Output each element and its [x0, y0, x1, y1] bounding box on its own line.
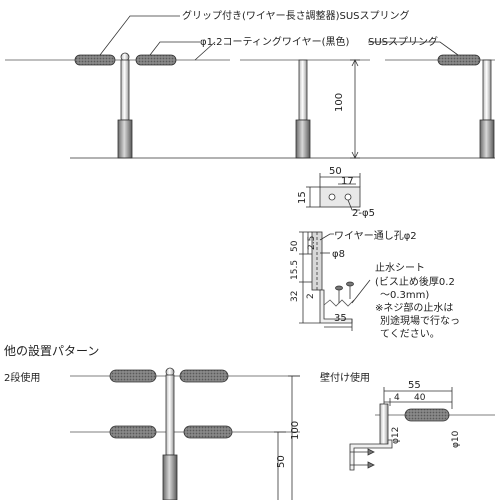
grip-label: グリップ付き(ワイヤー長さ調整器)SUSスプリング: [182, 9, 410, 22]
phi8-label: φ8: [332, 249, 345, 260]
other-patterns-title: 他の設置パターン: [4, 343, 99, 358]
wall-dim-40: 40: [414, 393, 426, 403]
bottom-dim-100: 100: [290, 421, 301, 440]
top-installation-view: [5, 15, 495, 159]
wall-mount-label: 壁付け使用: [320, 371, 370, 384]
wall-dim-55: 55: [408, 380, 421, 391]
two-tier-socket: [162, 454, 178, 500]
screw-2: [346, 281, 354, 299]
dim-50-top: 50: [329, 166, 342, 177]
leader-grip: [99, 15, 180, 56]
note-line3: てください。: [380, 328, 440, 340]
bracket-plate-top: [319, 186, 361, 208]
wall-bracket: [349, 439, 393, 471]
wall-spring: [404, 408, 450, 422]
v-dim-50: 50: [290, 240, 300, 252]
wire-label: φ1.2コーティングワイヤー(黒色): [200, 35, 350, 48]
wall-screw-1: [350, 448, 375, 456]
wall-post-stub: [379, 403, 389, 447]
two-tier-label: 2段使用: [4, 371, 40, 384]
note-line1: ※ネジ部の止水は: [375, 301, 453, 314]
screw-1: [335, 285, 343, 303]
two-tier-view: [70, 367, 300, 500]
wall-screw-2: [350, 461, 375, 469]
hole-2phi5: 2-φ5: [352, 208, 375, 219]
spring-label: SUSスプリング: [368, 35, 438, 48]
two-tier-grip-bottom-left: [109, 425, 157, 439]
wall-dim-phi12: φ12: [391, 427, 401, 444]
spring-left: [135, 54, 177, 66]
leader-wire: [194, 41, 216, 61]
wall-dim-4: 4: [394, 393, 400, 403]
leader-spring-1: [149, 41, 200, 56]
bottom-dim-50: 50: [276, 455, 287, 468]
sheet-line3: ～0.3mm): [380, 290, 429, 301]
dim-15: 15: [297, 191, 308, 204]
two-tier-spring-bottom: [183, 425, 233, 439]
two-tier-spring-top: [179, 369, 229, 383]
dim-35: 35: [334, 313, 347, 324]
post-1: [117, 52, 133, 159]
two-tier-grip-top-left: [109, 369, 157, 383]
sheet-title: 止水シート: [375, 262, 425, 274]
leader-spring-2: [368, 41, 459, 56]
v-dim-2-5: 2.5: [307, 236, 317, 250]
spring-right: [437, 54, 481, 66]
post-3: [479, 59, 495, 159]
wire-hole-label: ワイヤー通し孔φ2: [334, 230, 417, 242]
height-100-label: 100: [334, 93, 345, 112]
note-line2: 別途現場で行なっ: [380, 314, 460, 327]
v-dim-32: 32: [290, 291, 300, 302]
sheet-line2: (ビス止め後厚0.2: [375, 275, 455, 288]
wall-mount-view: [349, 387, 495, 471]
v-dim-15-5: 15.5: [290, 260, 300, 280]
v-dim-2: 2: [306, 293, 316, 299]
dim-17: 17: [341, 176, 354, 187]
grip-left: [74, 54, 116, 66]
post-2: [295, 59, 311, 159]
two-tier-post: [165, 374, 175, 456]
bracket-detail: [299, 173, 371, 331]
wall-dim-phi10: φ10: [451, 430, 461, 448]
